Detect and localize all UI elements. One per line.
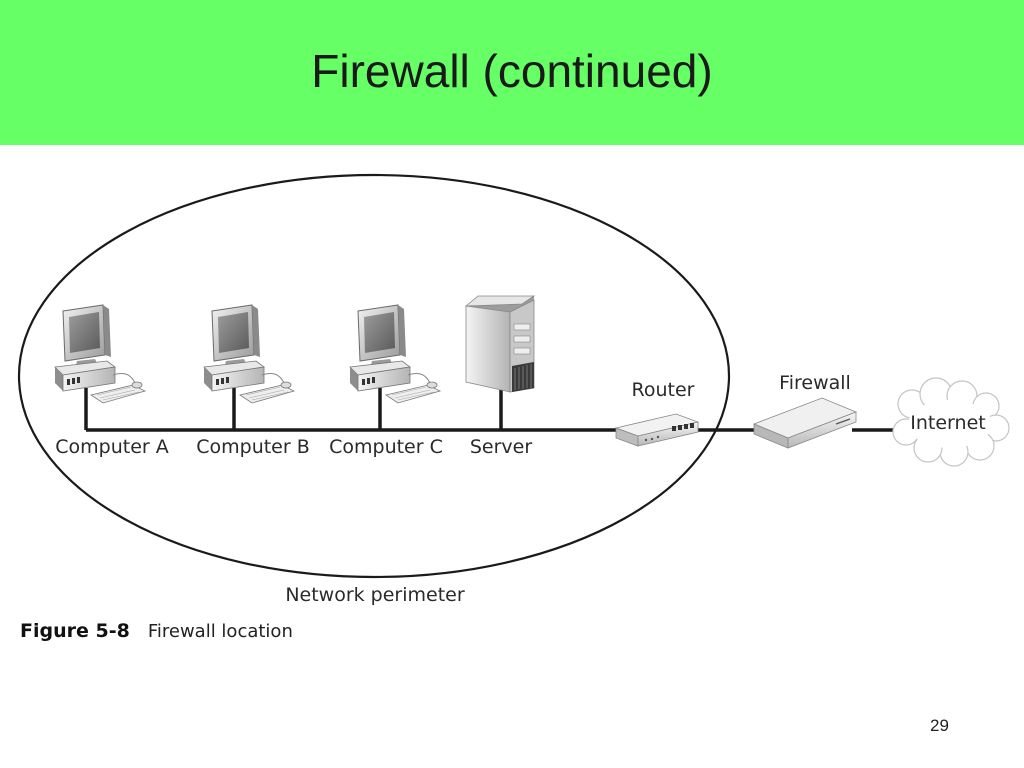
label-network-perimeter: Network perimeter [285,584,465,606]
label-server: Server [470,436,532,458]
label-computer-b: Computer B [196,436,310,458]
figure-caption: Figure 5-8 Firewall location [20,620,293,642]
title-bar [0,0,1024,145]
server-icon [464,295,536,393]
label-computer-a: Computer A [55,436,169,458]
page-number: 29 [930,716,949,735]
label-computer-c: Computer C [329,436,443,458]
label-router: Router [632,379,695,401]
label-firewall: Firewall [779,372,851,394]
figure-caption-text: Firewall location [147,621,293,642]
computer-a-icon [54,304,146,404]
slide-title: Firewall (continued) [311,45,713,97]
computer-b-icon [203,304,295,404]
label-internet: Internet [910,412,985,434]
network-perimeter-ellipse [17,173,731,579]
internet-cloud-icon [892,377,1010,467]
firewall-icon [752,397,858,449]
computer-c-icon [349,304,441,404]
router-icon [614,413,700,447]
figure-number: Figure 5-8 [20,620,130,642]
